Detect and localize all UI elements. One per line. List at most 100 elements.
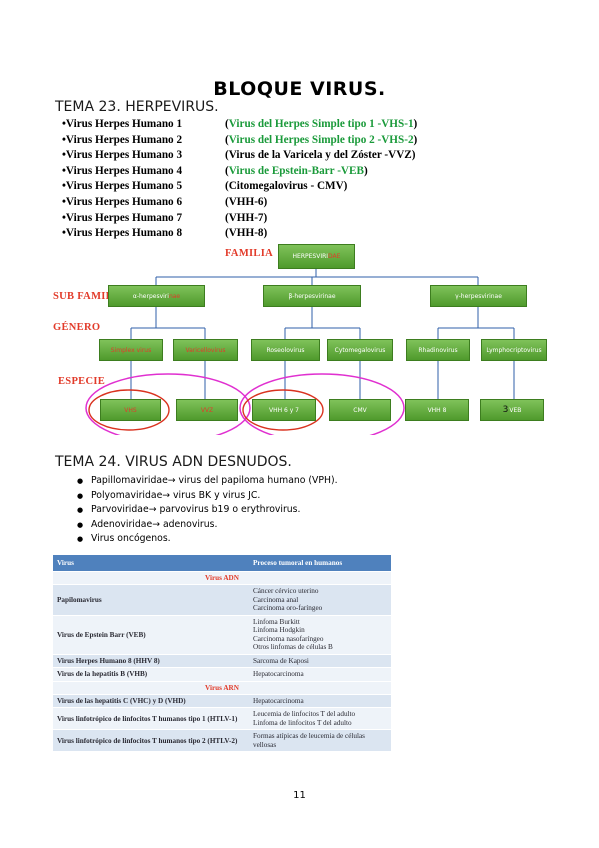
genero-box: Simplex virus xyxy=(99,339,163,361)
alias-highlight: Virus del Herpes Simple tipo 1 -VHS-1 xyxy=(228,118,414,130)
process-line: Hepatocarcinoma xyxy=(253,696,304,705)
highlight-circle xyxy=(242,389,324,431)
table-cell-virus: Virus de las hepatitis C (VHC) y D (VHD) xyxy=(53,693,249,708)
table-row: Virus de las hepatitis C (VHC) y D (VHD)… xyxy=(53,693,391,708)
table-group-label: Virus ARN xyxy=(53,680,391,694)
list-item: Adenoviridae→ adenovirus. xyxy=(77,518,338,533)
process-line: Hepatocarcinoma xyxy=(253,670,304,678)
familia-box-main: HERPESVIRI xyxy=(292,253,329,260)
especie-label: VHS xyxy=(124,406,137,414)
process-line: Formas atípicas de leucemia de células v… xyxy=(253,732,365,749)
adn-virus-list: Papillomaviridae→ virus del papiloma hum… xyxy=(77,474,338,547)
list-item: •Virus Herpes Humano 1 (Virus del Herpes … xyxy=(62,117,482,133)
list-item: •Virus Herpes Humano 3 (Virus de la Varic… xyxy=(62,148,482,164)
table-cell-process: Hepatocarcinoma xyxy=(249,667,391,681)
table-cell-process: Formas atípicas de leucemia de células v… xyxy=(249,729,391,751)
herpes-virus-name: •Virus Herpes Humano 4 xyxy=(62,164,183,177)
table-group-row: Virus ADN xyxy=(53,571,391,585)
especie-label: VVZ xyxy=(200,406,214,414)
list-item: •Virus Herpes Humano 6 (VHH-6) xyxy=(62,195,482,211)
list-item: •Virus Herpes Humano 2(Virus del Herpes … xyxy=(62,133,482,149)
genero-box: Roseolovirus xyxy=(251,339,320,361)
genero-label: Lymphocriptovirus xyxy=(486,346,542,354)
genero-box: Cytomegalovirus xyxy=(327,339,393,361)
alias-highlight: Virus del Herpes Simple tipo 2 -VHS-2 xyxy=(228,133,414,146)
herpes-virus-alias: (Virus de Epstein-Barr -VEB) xyxy=(225,164,368,180)
genero-label: Simplex virus xyxy=(110,346,152,354)
label-familia: FAMILIA xyxy=(225,248,273,259)
page-number: 11 xyxy=(293,790,306,801)
table-cell-process: Sarcoma de Kaposi xyxy=(249,653,391,668)
alias-close: ) xyxy=(363,164,368,177)
alias-text: ( xyxy=(225,164,229,177)
herpes-virus-name: •Virus Herpes Humano 3 xyxy=(62,149,183,162)
especie-box: VHH 6 y 7 xyxy=(252,399,316,421)
table-row: Virus linfotrópico de linfocitos T human… xyxy=(53,707,391,730)
herpes-virus-alias: (VHH-6) xyxy=(225,195,267,211)
alias-text: (Citomegalovirus - CMV) xyxy=(225,180,348,193)
alias-close: ) xyxy=(413,133,418,146)
herpes-virus-alias: (Virus del Herpes Simple tipo 2 -VHS-2) xyxy=(225,133,417,149)
alias-text: (VHH-7) xyxy=(225,211,268,224)
process-line: Linfoma Burkitt xyxy=(253,617,300,626)
especie-label: VHH 6 y 7 xyxy=(268,406,300,414)
list-item: Papillomaviridae→ virus del papiloma hum… xyxy=(77,474,338,489)
process-line: Linfoma Hodgkin xyxy=(253,626,305,634)
especie-label: VHH 8 xyxy=(427,406,447,414)
alias-text: (Virus de la Varicela y del Zóster -VVZ) xyxy=(225,149,416,162)
process-line: Cáncer cérvico uterino xyxy=(253,587,319,595)
herpes-virus-name: •Virus Herpes Humano 5 xyxy=(62,180,183,193)
herpes-virus-name: •Virus Herpes Humano 8 xyxy=(62,227,183,240)
table-header-virus: Virus xyxy=(53,555,249,572)
genero-box: Varicellovirus xyxy=(173,339,238,361)
table-cell-virus: Papilomavirus xyxy=(53,584,249,615)
table-cell-virus: Virus Herpes Humano 8 (HHV 8) xyxy=(53,653,249,668)
list-item: Virus oncógenos. xyxy=(77,532,338,547)
familia-box-suffix: DAE xyxy=(328,253,341,260)
subfamilia-alpha-main: α-herpesviri xyxy=(132,292,169,300)
alias-close: ) xyxy=(413,118,418,130)
table-header-row: Virus Proceso tumoral en humanos xyxy=(53,555,391,572)
especie-label: CMV xyxy=(353,406,367,414)
subfamilia-alpha-suffix: nae xyxy=(168,292,181,300)
label-especie: ESPECIE xyxy=(58,376,106,387)
section-heading-24: TEMA 24. VIRUS ADN DESNUDOS. xyxy=(55,454,292,470)
list-item: Polyomaviridae→ virus BK y virus JC. xyxy=(77,489,338,504)
genero-box: Lymphocriptovirus xyxy=(481,339,547,361)
list-item: Parvoviridae→ parvovirus b19 o erythrovi… xyxy=(77,503,338,518)
herpes-virus-alias: (VHH-7) xyxy=(225,211,267,227)
alias-text: ( xyxy=(225,133,229,146)
process-line: Carcinoma oro-faríngeo xyxy=(253,604,323,612)
table-cell-virus: Virus de la hepatitis B (VHB) xyxy=(53,667,249,681)
herpes-virus-name: •Virus Herpes Humano 6 xyxy=(62,195,183,208)
section-heading-23: TEMA 23. HERPEVIRUS. xyxy=(55,99,219,115)
especie-prefix: 3 xyxy=(502,405,509,415)
herpes-virus-alias: (Virus de la Varicela y del Zóster -VVZ) xyxy=(225,148,415,164)
alias-text: ( xyxy=(225,118,229,130)
table-cell-process: Hepatocarcinoma xyxy=(249,693,391,708)
genero-label: Rhadinovirus xyxy=(418,346,458,354)
process-line: Sarcoma de Kaposi xyxy=(253,656,309,665)
highlight-circle xyxy=(88,389,170,431)
highlight-ellipse xyxy=(85,373,251,435)
alias-highlight: Virus de Epstein-Barr -VEB xyxy=(228,164,364,177)
process-line: Carcinoma nasofaríngeo xyxy=(253,634,324,643)
subfamilia-box-gamma: γ-herpesvirinae xyxy=(430,285,527,307)
list-item: •Virus Herpes Humano 4 (Virus de Epstein-… xyxy=(62,164,482,180)
especie-box: CMV xyxy=(329,399,391,421)
process-line: Linfoma de linfocitos T del adulto xyxy=(253,718,352,727)
table-row: Virus Herpes Humano 8 (HHV 8) Sarcoma de … xyxy=(53,653,391,668)
table-header-process: Proceso tumoral en humanos xyxy=(249,555,391,572)
herpes-virus-alias: (Virus del Herpes Simple tipo 1 -VHS-1) xyxy=(225,117,417,133)
herpes-virus-name: •Virus Herpes Humano 7 xyxy=(62,211,183,224)
herpes-virus-name: •Virus Herpes Humano 1 xyxy=(62,118,183,130)
herpes-virus-list: •Virus Herpes Humano 1(Virus del Herpes … xyxy=(62,117,482,242)
subfamilia-box-beta: β-herpesvirinae xyxy=(263,285,361,307)
page-title: BLOQUE VIRUS. xyxy=(213,78,386,100)
label-subfamilia: SUB FAMILIA xyxy=(53,291,126,302)
